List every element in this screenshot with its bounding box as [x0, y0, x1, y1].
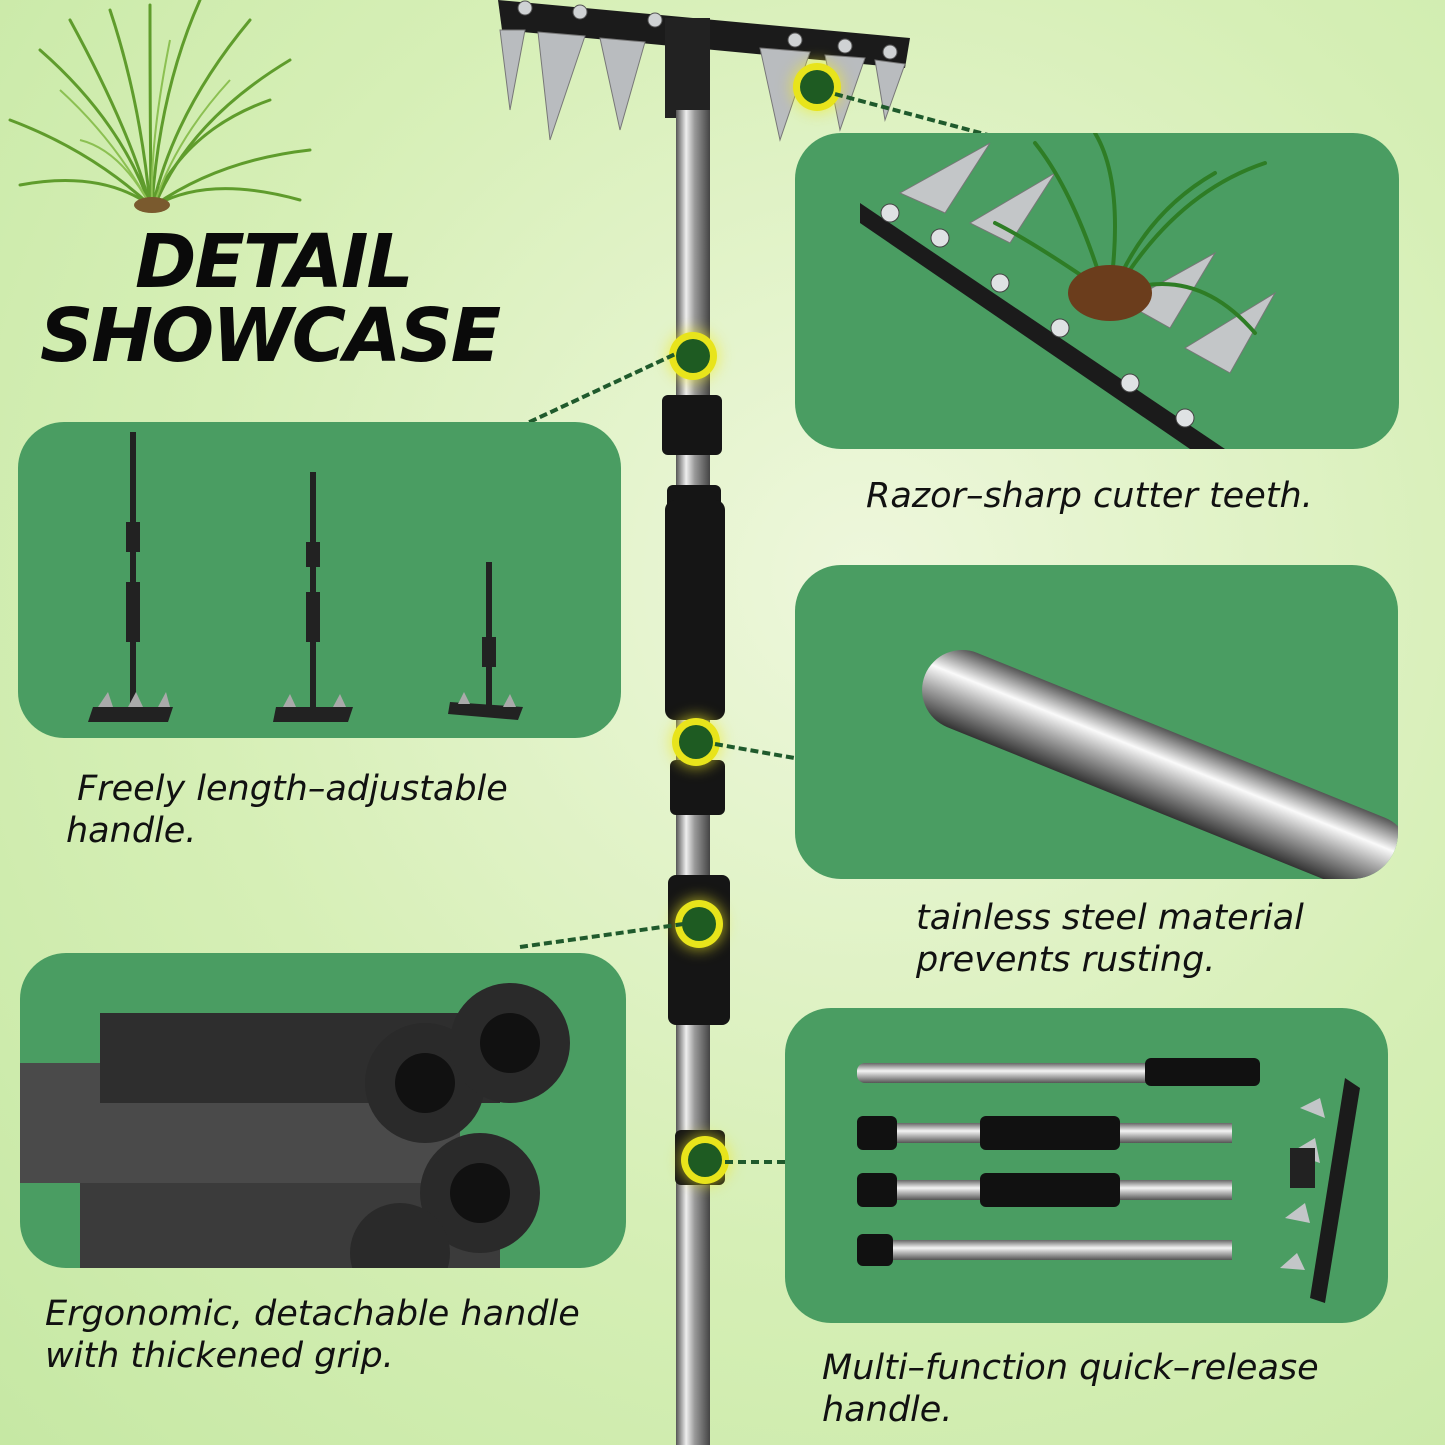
panel-length-adjustable: [18, 422, 621, 738]
panel-ergonomic-grip: [20, 953, 626, 1268]
steel-pole-image: [922, 649, 1398, 879]
title-line-1: DETAIL: [135, 219, 414, 305]
title-line-2: SHOWCASE: [40, 293, 501, 379]
caption-quick-release: Multi–function quick–release handle.: [822, 1348, 1319, 1430]
highlight-dot-steel: [679, 725, 713, 759]
highlight-dot-teeth: [800, 70, 834, 104]
foam-grip-tubes-image: [20, 983, 570, 1268]
highlight-dot-release: [688, 1143, 722, 1177]
rake-sizes-image: [88, 432, 523, 722]
page-title: DETAIL SHOWCASE: [40, 219, 501, 379]
caption-length-adjustable: Freely length–adjustable handle.: [66, 769, 508, 851]
panel-stainless-steel: [795, 565, 1398, 879]
caption-stainless-steel: tainless steel material prevents rusting…: [916, 898, 1304, 980]
panel-quick-release: [785, 1008, 1388, 1323]
connector-release: [725, 1160, 785, 1164]
grass-clump-image: [8, 0, 312, 213]
highlight-dot-length: [676, 339, 710, 373]
rake-head-grass-image: [860, 133, 1277, 449]
panel-cutter-teeth: [795, 133, 1399, 449]
caption-ergonomic-grip: Ergonomic, detachable handle with thicke…: [45, 1294, 580, 1376]
rake-parts-image: [857, 1058, 1360, 1303]
highlight-dot-grip: [682, 907, 716, 941]
caption-cutter-teeth: Razor–sharp cutter teeth.: [866, 476, 1313, 516]
